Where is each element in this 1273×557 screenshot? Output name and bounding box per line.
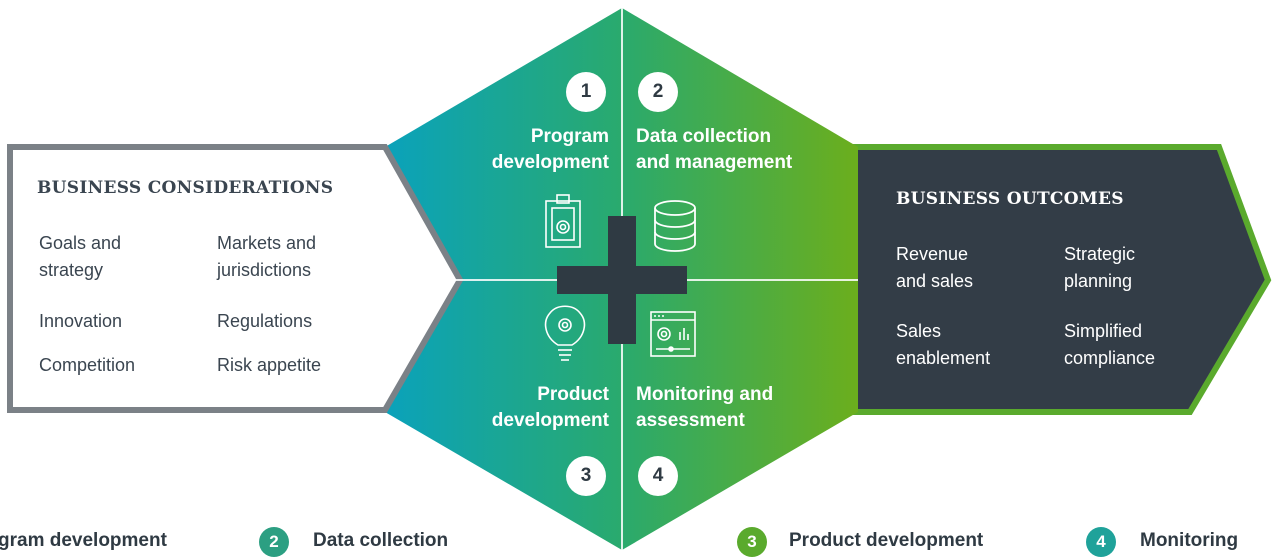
consideration-regulations: Regulations <box>217 311 313 331</box>
consideration-innovation: Innovation <box>39 311 123 331</box>
database-icon <box>654 200 696 252</box>
clipboard-gear-icon <box>545 194 581 248</box>
cross-horizontal <box>557 266 687 294</box>
quadrant-3-number: 3 <box>566 456 606 496</box>
quadrant-4-number: 4 <box>638 456 678 496</box>
legend-2-badge: 2 <box>259 527 289 557</box>
consideration-competition: Competition <box>39 355 136 375</box>
business-outcomes-panel <box>815 144 1272 415</box>
lightbulb-gear-icon <box>544 305 586 361</box>
quadrant-1-number: 1 <box>566 72 606 112</box>
legend-2-label: Data collection <box>313 530 449 551</box>
quadrant-2-number: 2 <box>638 72 678 112</box>
legend-4-badge: 4 <box>1086 527 1116 557</box>
legend-1-label: gram development <box>0 530 167 551</box>
consideration-risk-appetite: Risk appetite <box>217 355 322 375</box>
window-dots <box>654 315 664 317</box>
business-considerations-title: BUSINESS CONSIDERATIONS <box>37 178 334 198</box>
legend-3-label: Product development <box>789 530 984 551</box>
legend-3-badge: 3 <box>737 527 767 557</box>
legend-4-label: Monitoring <box>1140 530 1239 551</box>
business-considerations-panel <box>7 144 464 413</box>
dashboard-gear-icon <box>650 311 696 357</box>
business-outcomes-title: BUSINESS OUTCOMES <box>896 189 1124 209</box>
